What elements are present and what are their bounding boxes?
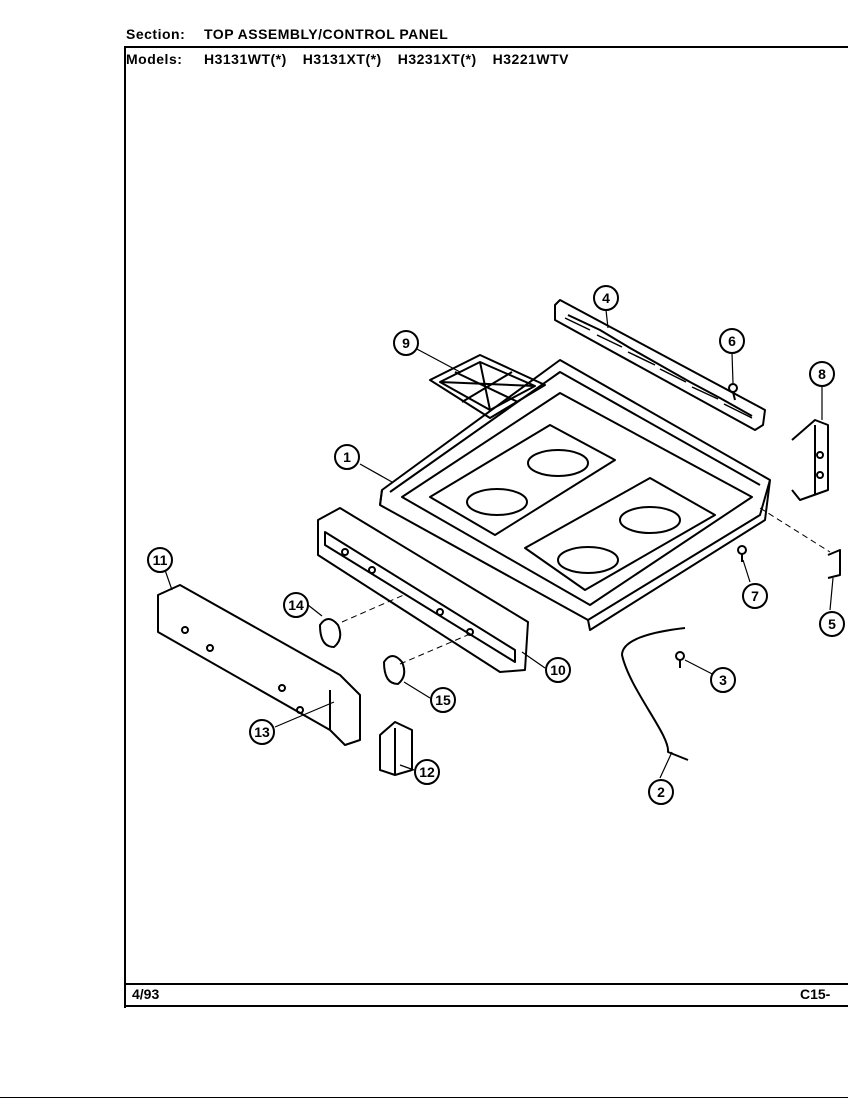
callout-10: 10 [545,657,571,683]
model-3: H3231XT(*) [397,51,477,67]
part-screw-7 [737,545,747,562]
svg-text:5: 5 [828,616,836,632]
part-switch-block [379,721,413,776]
footer-divider [124,983,848,985]
part-screw-6 [728,383,738,401]
svg-text:10: 10 [550,662,566,678]
svg-text:11: 11 [153,552,168,568]
callout-2: 2 [648,779,674,805]
callout-12: 12 [414,759,440,785]
page-edge [0,1097,848,1098]
part-bracket-5 [827,549,841,579]
model-2: H3131XT(*) [302,51,382,67]
diagram-frame [124,46,848,1008]
models-label: Models: [126,51,183,67]
part-knob-14 [319,618,342,648]
model-1: H3131WT(*) [204,51,287,67]
model-4: H3221WTV [492,51,569,67]
models-header: Models: H3131WT(*) H3131XT(*) H3231XT(*) H32… [126,51,585,67]
svg-text:6: 6 [728,333,736,349]
section-label: Section: [126,26,186,42]
callout-7: 7 [742,583,768,609]
svg-text:8: 8 [818,366,826,382]
part-control-panel [317,507,529,673]
svg-text:7: 7 [751,588,759,604]
part-wire-harness [621,627,689,761]
footer-date: 4/93 [132,986,160,1002]
callout-8: 8 [809,361,835,387]
svg-text:13: 13 [254,724,270,740]
svg-text:14: 14 [288,597,304,613]
svg-text:12: 12 [419,764,435,780]
part-grate [429,354,546,419]
part-hinge-bracket [791,419,829,501]
callout-1: 1 [334,444,360,470]
part-cooktop [379,359,771,631]
section-header: Section: TOP ASSEMBLY/CONTROL PANEL [126,26,448,42]
footer-bottom-rule [124,1005,848,1007]
svg-text:4: 4 [602,290,610,306]
callout-13: 13 [249,719,275,745]
footer-page-code: C15- [800,986,831,1002]
section-title: TOP ASSEMBLY/CONTROL PANEL [204,26,449,42]
svg-text:3: 3 [719,672,727,688]
part-vent-trim [554,299,766,431]
callout-9: 9 [393,330,419,356]
svg-text:2: 2 [657,784,665,800]
svg-text:15: 15 [435,692,451,708]
callout-14: 14 [283,592,309,618]
part-screw-3 [675,651,685,668]
part-control-housing [157,584,361,746]
callout-3: 3 [710,667,736,693]
svg-text:1: 1 [343,449,351,465]
callout-6: 6 [719,328,745,354]
callout-11: 11 [147,547,173,573]
part-knob-15 [383,655,406,685]
callout-4: 4 [593,285,619,311]
callout-5: 5 [819,611,845,637]
callout-15: 15 [430,687,456,713]
svg-text:9: 9 [402,335,410,351]
